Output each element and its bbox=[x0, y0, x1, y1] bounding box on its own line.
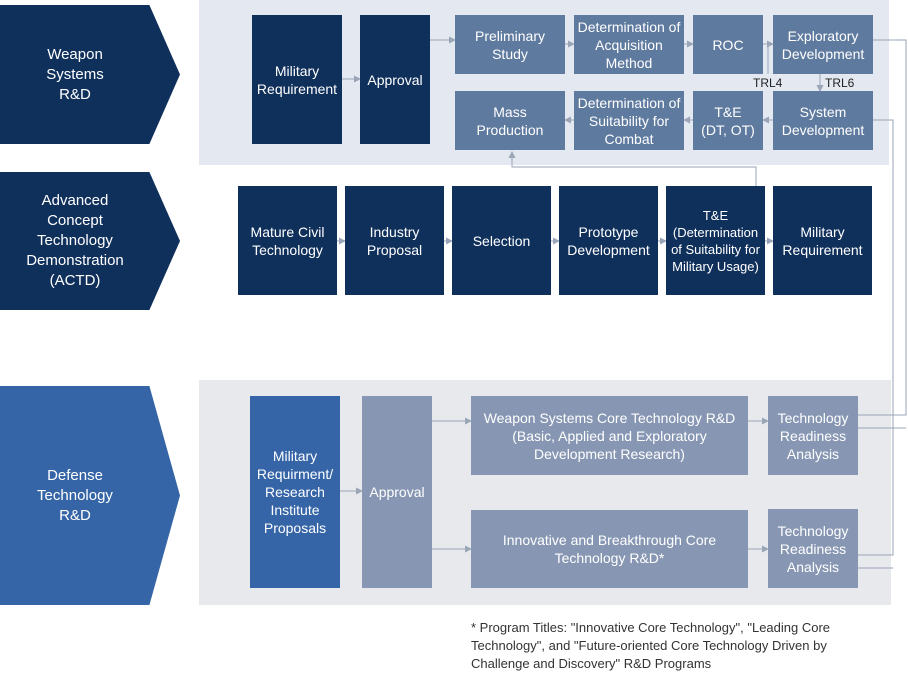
trl4-label: TRL4 bbox=[753, 76, 783, 90]
requirement-proposals-box: Military Requirment/ Research Institute … bbox=[250, 396, 340, 588]
industry-proposal-box: Industry Proposal bbox=[345, 186, 444, 295]
technology-readiness-analysis-box-1: Technology Readiness Analysis bbox=[768, 396, 858, 475]
mass-production-box: Mass Production bbox=[455, 91, 565, 150]
core-technology-text: Weapon Systems Core Technology R&D (Basi… bbox=[483, 409, 736, 462]
core-technology-box: Weapon Systems Core Technology R&D (Basi… bbox=[471, 396, 748, 475]
weapon-systems-chevron: Weapon Systems R&D bbox=[0, 5, 180, 144]
industry-proposal-text: Industry Proposal bbox=[366, 223, 423, 258]
mature-civil-technology-text: Mature Civil Technology bbox=[250, 223, 325, 258]
system-development-text: System Development bbox=[781, 103, 865, 138]
determination-acquisition-box: Determination of Acquisition Method bbox=[574, 15, 684, 74]
preliminary-study-box: Preliminary Study bbox=[455, 15, 565, 74]
exploratory-development-box: Exploratory Development bbox=[773, 15, 873, 74]
actd-military-requirement-text: Military Requirement bbox=[782, 223, 863, 258]
determination-suitability-combat-text: Determination of Suitability for Combat bbox=[577, 94, 681, 147]
ws-approval-text: Approval bbox=[367, 71, 423, 88]
mass-production-text: Mass Production bbox=[476, 103, 544, 138]
actd-label: Advanced Concept Technology Demonstratio… bbox=[26, 192, 124, 289]
technology-readiness-analysis-box-2: Technology Readiness Analysis bbox=[768, 509, 858, 588]
dt-approval-box: Approval bbox=[362, 396, 432, 588]
defense-technology-chevron: Defense Technology R&D bbox=[0, 386, 180, 605]
determination-acquisition-text: Determination of Acquisition Method bbox=[577, 18, 681, 71]
defense-technology-label: Defense Technology R&D bbox=[37, 466, 113, 524]
preliminary-study-text: Preliminary Study bbox=[474, 27, 545, 62]
te-dt-ot-text: T&E (DT, OT) bbox=[701, 103, 755, 138]
determination-suitability-combat-box: Determination of Suitability for Combat bbox=[574, 91, 684, 150]
actd-military-requirement-box: Military Requirement bbox=[773, 186, 872, 295]
technology-readiness-analysis-text-2: Technology Readiness Analysis bbox=[777, 522, 849, 575]
roc-box: ROC bbox=[693, 15, 763, 74]
footnote: * Program Titles: "Innovative Core Techn… bbox=[471, 620, 831, 671]
roc-text: ROC bbox=[712, 36, 744, 53]
exploratory-development-text: Exploratory Development bbox=[781, 27, 865, 62]
dt-approval-text: Approval bbox=[369, 484, 425, 500]
te-military-usage-text: T&E (Determination of Suitability for Mi… bbox=[671, 207, 760, 274]
innovative-core-technology-box: Innovative and Breakthrough Core Technol… bbox=[471, 510, 748, 588]
prototype-development-box: Prototype Development bbox=[559, 186, 658, 295]
technology-readiness-analysis-text-1: Technology Readiness Analysis bbox=[777, 409, 849, 462]
te-dt-ot-box: T&E (DT, OT) bbox=[693, 91, 763, 150]
prototype-development-text: Prototype Development bbox=[567, 223, 650, 258]
te-military-usage-box: T&E (Determination of Suitability for Mi… bbox=[666, 186, 765, 295]
mature-civil-technology-box: Mature Civil Technology bbox=[238, 186, 337, 295]
weapon-systems-label: Weapon Systems R&D bbox=[46, 45, 104, 103]
ws-approval-box: Approval bbox=[360, 15, 430, 144]
system-development-box: System Development bbox=[773, 91, 873, 150]
selection-text: Selection bbox=[472, 232, 531, 249]
actd-chevron: Advanced Concept Technology Demonstratio… bbox=[0, 172, 180, 310]
ws-military-requirement-box: Military Requirement bbox=[252, 15, 342, 144]
ws-military-requirement-text: Military Requirement bbox=[256, 62, 338, 97]
selection-box: Selection bbox=[452, 186, 551, 295]
requirement-proposals-text: Military Requirment/ Research Institute … bbox=[256, 448, 334, 536]
trl6-label: TRL6 bbox=[825, 76, 855, 90]
innovative-core-technology-text: Innovative and Breakthrough Core Technol… bbox=[502, 532, 717, 566]
